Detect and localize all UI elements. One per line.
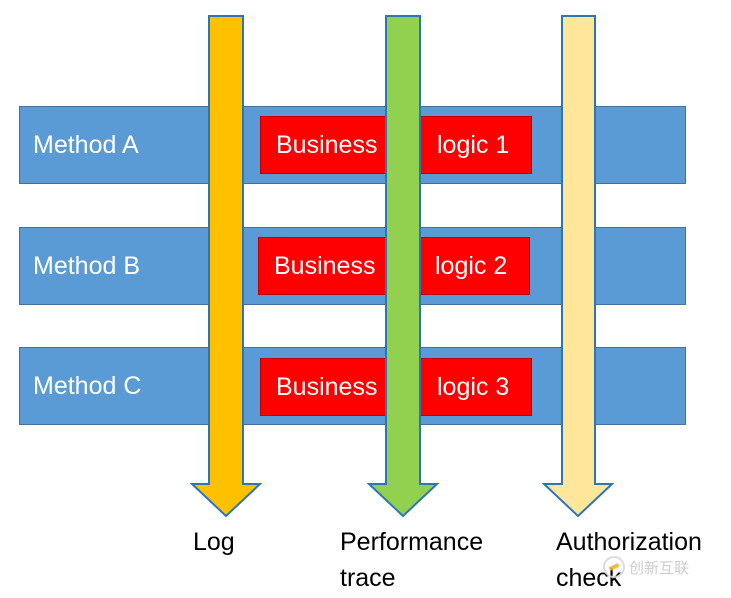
business-logic-box: Business — [258, 237, 388, 295]
business-logic-text: logic 1 — [437, 130, 510, 159]
business-logic-text: Business — [274, 251, 376, 280]
watermark: 创新互联 — [603, 556, 689, 578]
business-logic-box: Business — [260, 116, 388, 174]
method-label: Method B — [33, 251, 141, 280]
business-logic-text: logic 2 — [435, 251, 508, 280]
authorization-check-arrow — [541, 15, 615, 518]
business-logic-box: Business — [260, 358, 388, 416]
business-logic-box: logic 3 — [420, 358, 532, 416]
business-logic-text: Business — [276, 372, 378, 401]
method-label: Method A — [33, 130, 139, 159]
business-logic-box: logic 1 — [420, 116, 532, 174]
log-caption: Log — [193, 528, 235, 556]
business-logic-box: logic 2 — [418, 237, 530, 295]
watermark-text: 创新互联 — [629, 558, 690, 577]
business-logic-text: Business — [276, 130, 378, 159]
business-logic-text: logic 3 — [437, 372, 510, 401]
brand-logo-icon — [603, 556, 625, 578]
performance-trace-caption: Performance trace — [340, 528, 484, 592]
log-arrow — [189, 15, 263, 518]
method-label: Method C — [33, 371, 142, 400]
performance-trace-arrow — [366, 15, 440, 518]
